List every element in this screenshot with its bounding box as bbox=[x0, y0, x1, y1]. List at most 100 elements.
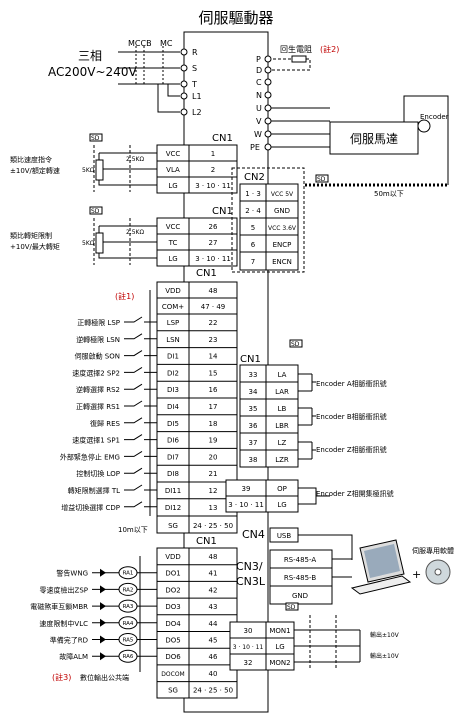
cn1-in-sig-sg: SG bbox=[168, 522, 178, 530]
terminal-label-s: S bbox=[192, 64, 197, 73]
cn3-header-2: CN3L bbox=[236, 575, 266, 588]
speed-res-label: 5KΩ bbox=[82, 167, 95, 174]
cn2-table bbox=[239, 183, 299, 271]
output-signal: DO3 bbox=[165, 603, 180, 611]
cn1-speed-sig-3: LG bbox=[168, 182, 177, 190]
mon-pin-3: 32 bbox=[244, 659, 253, 667]
speed-wiring bbox=[98, 152, 157, 186]
input-function-label: 外部緊急停止 EMG bbox=[60, 452, 120, 461]
power-voltage: AC200V~240V bbox=[48, 65, 137, 79]
terminal-label-l2: L2 bbox=[192, 108, 202, 117]
input-signal: DI7 bbox=[167, 453, 179, 461]
input-pin: 20 bbox=[209, 453, 218, 461]
input-signal: DI3 bbox=[167, 386, 179, 394]
enc-pin: 36 bbox=[249, 422, 258, 430]
cn1-speed-grid bbox=[157, 145, 237, 193]
input-pin: 19 bbox=[209, 437, 218, 445]
output-pin: 44 bbox=[209, 620, 218, 628]
cn1-in-pin-com: 47 · 49 bbox=[201, 303, 226, 311]
input-switch bbox=[124, 366, 157, 373]
note-3: (註3) bbox=[52, 672, 71, 682]
diode-icon bbox=[100, 568, 106, 577]
enc-signal: LZR bbox=[275, 456, 289, 464]
output-pin: 43 bbox=[209, 603, 218, 611]
cn1-torque-sig-1: VCC bbox=[166, 223, 181, 231]
cn2-header: CN2 bbox=[244, 172, 265, 183]
cn4-section: CN4 USB bbox=[242, 527, 353, 560]
op-pin-1: 39 bbox=[242, 485, 251, 493]
output-pin: 42 bbox=[209, 586, 218, 594]
input-switch bbox=[124, 450, 157, 457]
encoder-symbol bbox=[417, 119, 431, 133]
mc-label: MC bbox=[160, 39, 173, 48]
input-switch bbox=[124, 383, 157, 390]
input-signal: LSP bbox=[167, 319, 180, 327]
enc-signal: LBR bbox=[275, 422, 289, 430]
cn1-speed-sig-1: VCC bbox=[166, 150, 181, 158]
regen-wiring bbox=[268, 58, 311, 71]
enc-pin: 33 bbox=[249, 371, 258, 379]
servo-motor-box bbox=[329, 121, 419, 155]
output-pin: 45 bbox=[209, 637, 218, 645]
cn4-usb-label: USB bbox=[277, 532, 292, 540]
power-input-section: 三相 AC200V~240V MCCB MC R S T L1 L2 bbox=[48, 39, 202, 117]
terminal-label-r: R bbox=[192, 48, 198, 57]
input-signal: DI11 bbox=[165, 487, 181, 495]
terminal-v bbox=[264, 117, 272, 125]
plus-sign: + bbox=[412, 568, 421, 581]
cn2-sig-3: VCC 3.6V bbox=[268, 225, 297, 232]
terminal-w bbox=[264, 130, 272, 138]
input-function-label: 速度選擇2 SP2 bbox=[72, 368, 120, 377]
cn1-op-grid bbox=[226, 480, 298, 512]
cn1-torque-section: CN1 VCC 26 TC 27 LG 3 · 10 · 11 類比轉矩限制 +… bbox=[10, 206, 238, 267]
terminal-r bbox=[180, 48, 188, 56]
cn2-frame bbox=[231, 167, 305, 273]
relay-label: RA6 bbox=[123, 654, 134, 660]
motor-leads bbox=[271, 107, 341, 152]
input-switch bbox=[124, 316, 157, 323]
terminal-t bbox=[180, 80, 188, 88]
cn3-table bbox=[269, 549, 333, 605]
input-function-label: 逆轉極限 LSN bbox=[76, 335, 120, 344]
cn1-inputs-header: CN1 bbox=[196, 268, 217, 279]
enc-a-label: Encoder A相脈衝訊號 bbox=[316, 379, 387, 388]
cn2-pin-1: 1 · 3 bbox=[245, 190, 261, 198]
cn2-sig-1: VCC 5V bbox=[271, 191, 294, 198]
diode-icon bbox=[100, 652, 106, 661]
input-switch bbox=[124, 434, 157, 441]
input-switch bbox=[124, 467, 157, 474]
terminal-l2 bbox=[180, 108, 188, 116]
monitor-wiring bbox=[294, 629, 360, 663]
input-pin: 17 bbox=[209, 403, 218, 411]
diode-icon bbox=[100, 602, 106, 611]
cn1-outputs-header: CN1 bbox=[196, 536, 217, 547]
cn1-torque-sig-3: LG bbox=[168, 255, 177, 263]
servo-motor-label: 伺服馬達 bbox=[350, 132, 398, 146]
input-switch bbox=[124, 501, 157, 508]
pc-software-label: 伺服專用軟體 bbox=[412, 546, 454, 555]
cn1-speed-pin-1: 1 bbox=[211, 150, 215, 158]
input-switch bbox=[124, 400, 157, 407]
cn1-speed-section: CN1 VCC 1 VLA 2 LG 3 · 10 · 11 類比速度指令 ±1… bbox=[10, 133, 238, 194]
input-function-label: 速度選擇1 SP1 bbox=[72, 436, 120, 445]
terminal-s bbox=[180, 64, 188, 72]
output-signal: VDD bbox=[165, 553, 181, 561]
input-function-label: 逆轉選擇 RS2 bbox=[76, 385, 120, 394]
enc-sd-label: SD bbox=[291, 341, 300, 348]
speed-pot-label: 2.5KΩ bbox=[126, 156, 144, 163]
relay-label: RA5 bbox=[123, 638, 134, 644]
relay-label: RA4 bbox=[123, 621, 134, 627]
input-function-label: 轉矩限制選擇 TL bbox=[68, 486, 121, 495]
input-pin: 15 bbox=[209, 369, 218, 377]
cn1-inputs-table bbox=[156, 281, 238, 534]
regen-resistor bbox=[291, 55, 307, 63]
relay-label: RA1 bbox=[123, 571, 134, 577]
regen-resistor-label: 回生電阻 bbox=[280, 44, 312, 54]
cn1-speed-pin-2: 2 bbox=[211, 166, 215, 174]
torque-pot-label: 2.5KΩ bbox=[126, 229, 144, 236]
torque-limit-label-2: +10V/最大轉矩 bbox=[10, 242, 60, 251]
mon-sd-label: SD bbox=[287, 604, 296, 611]
terminal-l1 bbox=[180, 92, 188, 100]
enc-pin: 35 bbox=[249, 405, 258, 413]
